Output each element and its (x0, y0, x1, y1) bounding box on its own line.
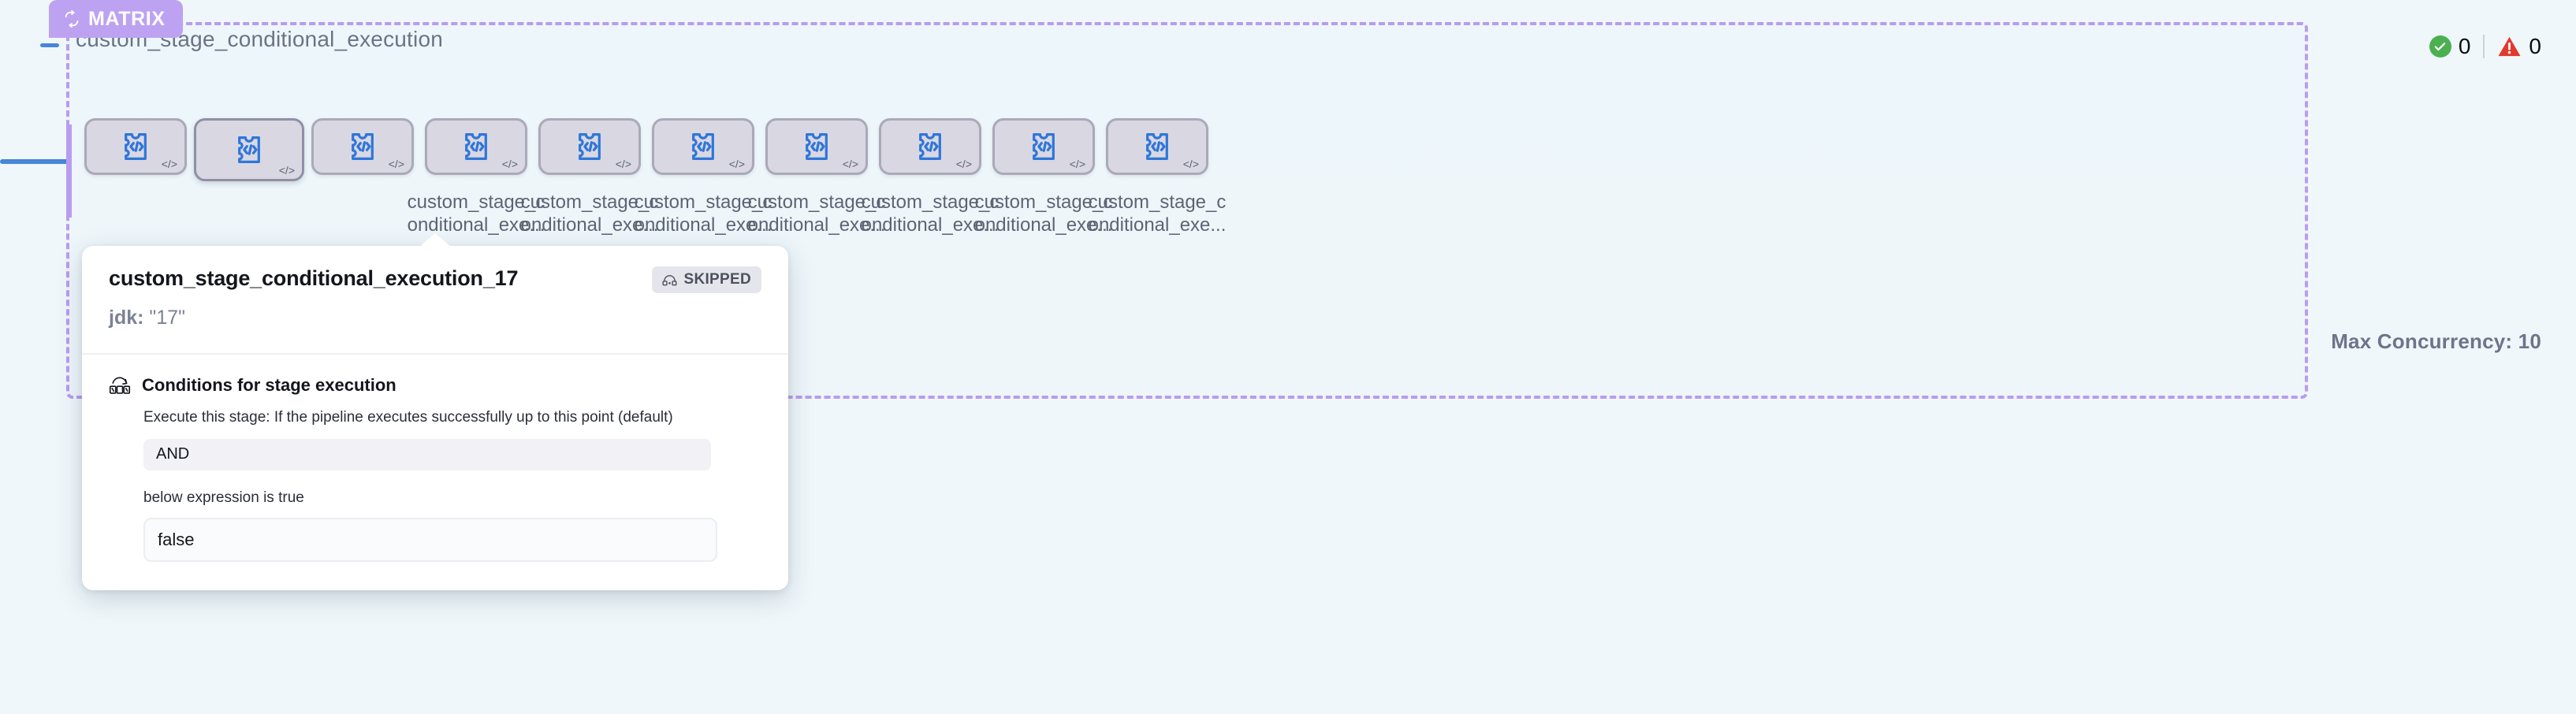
check-circle-icon (2429, 35, 2451, 58)
matrix-node-label: custom_stage_conditional_exe... (747, 192, 886, 236)
stage-code-icon (801, 131, 832, 162)
status-success-count: 0 (2458, 34, 2471, 58)
matrix-node[interactable]: </> custom_stage_conditional_exe... (517, 118, 662, 237)
matrix-node[interactable]: </> custom_stage_conditional_exe... (858, 118, 1003, 237)
matrix-node-box[interactable]: </> (992, 118, 1095, 175)
matrix-node-box[interactable]: </> (1106, 118, 1208, 175)
matrix-node[interactable]: </> (177, 118, 322, 197)
matrix-node-label: custom_stage_conditional_exe... (407, 192, 545, 236)
matrix-node-box[interactable]: </> (765, 118, 868, 175)
status-badge: SKIPPED (652, 266, 761, 293)
code-tag-icon: </> (388, 158, 404, 170)
status-success: 0 (2429, 34, 2471, 58)
execute-condition-text: Execute this stage: If the pipeline exec… (143, 409, 673, 426)
matrix-node-label: custom_stage_conditional_exe... (1088, 192, 1227, 236)
conditions-section-header: Conditions for stage execution (109, 375, 761, 396)
tooltip-header: custom_stage_conditional_execution_17 SK… (82, 246, 788, 355)
matrix-node[interactable]: </> (63, 118, 208, 191)
matrix-node-label: custom_stage_conditional_exe... (634, 192, 772, 236)
stage-code-icon (1141, 131, 1173, 162)
matrix-group-left-accent (66, 125, 72, 218)
conditions-section-title: Conditions for stage execution (142, 375, 396, 395)
code-tag-icon: </> (1182, 158, 1199, 170)
matrix-node-row: </> </> </> </> custom_stage_conditional_exe… (0, 118, 2576, 307)
status-warning: 0 (2497, 35, 2541, 58)
minus-icon-bar (40, 43, 59, 47)
matrix-badge[interactable]: MATRIX (49, 0, 183, 38)
matrix-node-box[interactable]: </> (84, 118, 187, 175)
warning-triangle-icon (2497, 35, 2522, 58)
stage-code-icon (1028, 131, 1059, 162)
status-badge-label: SKIPPED (683, 271, 751, 288)
skipped-icon (662, 273, 677, 286)
status-divider (2483, 35, 2485, 58)
status-cluster: 0 0 (2429, 33, 2541, 60)
minus-icon[interactable] (38, 33, 61, 57)
max-concurrency-label: Max Concurrency: 10 (2331, 329, 2541, 353)
code-tag-icon: </> (842, 158, 858, 170)
matrix-group-header: custom_stage_conditional_execution 0 (0, 22, 2576, 66)
matrix-node-box[interactable]: </> (425, 118, 527, 175)
pipeline-stage-icon (109, 375, 131, 396)
matrix-node[interactable]: </> (290, 118, 435, 191)
matrix-node-label: custom_stage_conditional_exe... (520, 192, 659, 236)
matrix-node[interactable]: </> custom_stage_conditional_exe... (744, 118, 889, 237)
code-tag-icon: </> (161, 158, 177, 170)
matrix-node[interactable]: </> custom_stage_conditional_exe... (1085, 118, 1230, 237)
matrix-node[interactable]: </> custom_stage_conditional_exe... (631, 118, 776, 237)
matrix-node-label: custom_stage_conditional_exe... (974, 192, 1113, 236)
matrix-node-box[interactable]: </> (194, 118, 304, 181)
expression-field: false (143, 517, 717, 562)
matrix-node-box[interactable]: </> (311, 118, 414, 175)
code-tag-icon: </> (955, 158, 972, 170)
loop-icon (63, 10, 80, 28)
incoming-edge-connector (0, 159, 73, 164)
tooltip-arrow (419, 233, 451, 247)
matrix-node-box[interactable]: </> (538, 118, 641, 175)
tooltip-matrix-key: jdk: (109, 307, 144, 329)
code-tag-icon: </> (278, 164, 295, 177)
matrix-node-box[interactable]: </> (652, 118, 754, 175)
status-warning-count: 0 (2529, 34, 2541, 58)
stage-code-icon (120, 131, 151, 162)
matrix-node[interactable]: </> custom_stage_conditional_exe... (971, 118, 1116, 237)
code-tag-icon: </> (615, 158, 631, 170)
stage-code-icon (574, 131, 605, 162)
tooltip-body: Conditions for stage execution Execute t… (82, 355, 788, 590)
matrix-node[interactable]: </> custom_stage_conditional_exe... (404, 118, 549, 237)
matrix-node-box[interactable]: </> (879, 118, 981, 175)
code-tag-icon: </> (728, 158, 745, 170)
matrix-badge-label: MATRIX (88, 7, 166, 30)
expression-note: below expression is true (143, 489, 304, 506)
stage-code-icon (914, 131, 946, 162)
stage-code-icon (347, 131, 378, 162)
code-tag-icon: </> (501, 158, 518, 170)
stage-tooltip-card: custom_stage_conditional_execution_17 SK… (82, 233, 788, 590)
tooltip-title: custom_stage_conditional_execution_17 (109, 266, 519, 290)
stage-code-icon (233, 134, 265, 165)
tooltip-matrix-axis: jdk: "17" (109, 307, 761, 329)
stage-code-icon (460, 131, 492, 162)
operator-field: AND (143, 438, 711, 470)
code-tag-icon: </> (1069, 158, 1085, 170)
matrix-node-label: custom_stage_conditional_exe... (861, 192, 1000, 236)
tooltip-matrix-value: "17" (149, 307, 185, 329)
stage-code-icon (687, 131, 719, 162)
